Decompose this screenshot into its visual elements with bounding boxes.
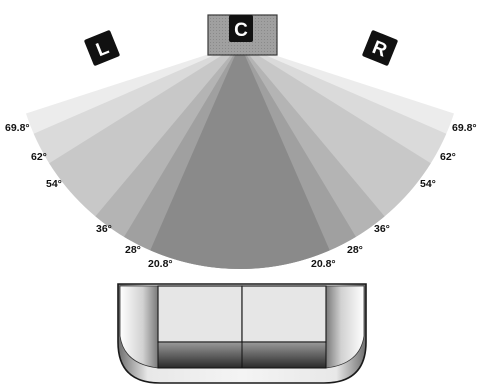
sofa-left-seat-edge: [157, 341, 243, 369]
angle-label-right-54: 54°: [420, 178, 436, 190]
angle-label-left-69-8: 69.8°: [5, 122, 30, 134]
dispersion-sector-20-8: [150, 44, 330, 269]
right-angle-labels: 69.8° 62° 54° 36° 28° 20.8°: [311, 122, 477, 270]
sofa-right-cushion: [241, 285, 327, 343]
angle-label-right-20-8: 20.8°: [311, 258, 336, 270]
right-speaker-body: [362, 30, 398, 66]
angle-label-left-36: 36°: [96, 223, 112, 235]
center-speaker: C: [207, 14, 278, 56]
sofa-left-cushion: [157, 285, 243, 343]
right-speaker: R: [362, 30, 398, 66]
center-speaker-label: C: [234, 20, 248, 41]
angle-label-left-28: 28°: [125, 244, 141, 256]
angle-label-right-36: 36°: [374, 223, 390, 235]
left-speaker: L: [84, 30, 120, 66]
sofa: [117, 283, 367, 384]
angle-label-right-69-8: 69.8°: [452, 122, 477, 134]
angle-label-right-28: 28°: [347, 244, 363, 256]
left-speaker-body: [84, 30, 120, 66]
left-angle-labels: 69.8° 62° 54° 36° 28° 20.8°: [5, 122, 173, 270]
angle-label-left-54: 54°: [46, 178, 62, 190]
center-speaker-badge: [229, 15, 253, 42]
angle-label-left-62: 62°: [31, 151, 47, 163]
angle-label-right-62: 62°: [440, 151, 456, 163]
dispersion-fan: [26, 44, 454, 270]
angle-label-left-20-8: 20.8°: [148, 258, 173, 270]
sofa-right-seat-edge: [241, 341, 327, 369]
